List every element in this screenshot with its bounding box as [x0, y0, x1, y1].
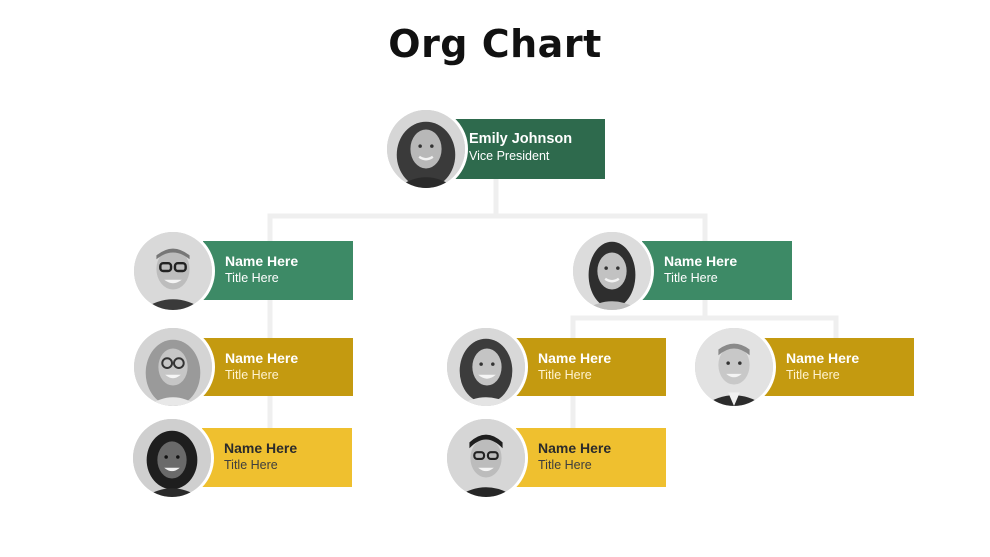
- node-card: Name Here Title Here: [516, 428, 666, 487]
- node-title: Title Here: [538, 458, 592, 472]
- node-title: Title Here: [664, 271, 718, 285]
- node-name: Name Here: [225, 350, 299, 366]
- node-card: Name Here Title Here: [203, 241, 353, 300]
- man-portrait-icon: [695, 328, 773, 406]
- avatar: [692, 325, 776, 409]
- node-name: Name Here: [224, 440, 298, 456]
- node-card: Name Here Title Here: [764, 338, 914, 396]
- chart-title: Org Chart: [388, 22, 602, 66]
- man-with-glasses-portrait-icon: [447, 419, 525, 497]
- node-card: Name Here Title Here: [642, 241, 792, 300]
- node-name: Name Here: [538, 350, 612, 366]
- node-name: Name Here: [786, 350, 860, 366]
- node-name: Emily Johnson: [469, 131, 573, 147]
- woman-portrait-icon: [133, 419, 211, 497]
- node-card: Name Here Title Here: [202, 428, 352, 487]
- avatar: [384, 107, 468, 191]
- avatar: [130, 416, 214, 500]
- node-title: Title Here: [225, 271, 279, 285]
- woman-portrait-icon: [447, 328, 525, 406]
- woman-portrait-icon: [387, 110, 465, 188]
- avatar: [570, 229, 654, 313]
- woman-portrait-icon: [573, 232, 651, 310]
- node-card: Name Here Title Here: [203, 338, 353, 396]
- avatar: [131, 325, 215, 409]
- node-title: Vice President: [469, 149, 550, 163]
- node-card: Name Here Title Here: [516, 338, 666, 396]
- avatar: [444, 416, 528, 500]
- node-title: Title Here: [225, 368, 279, 382]
- node-name: Name Here: [225, 253, 299, 269]
- avatar: [131, 229, 215, 313]
- node-title: Title Here: [786, 368, 840, 382]
- woman-with-glasses-portrait-icon: [134, 328, 212, 406]
- node-title: Title Here: [538, 368, 592, 382]
- node-name: Name Here: [664, 253, 738, 269]
- node-card: Emily Johnson Vice President: [447, 119, 605, 179]
- node-name: Name Here: [538, 440, 612, 456]
- avatar: [444, 325, 528, 409]
- man-with-glasses-portrait-icon: [134, 232, 212, 310]
- node-title: Title Here: [224, 458, 278, 472]
